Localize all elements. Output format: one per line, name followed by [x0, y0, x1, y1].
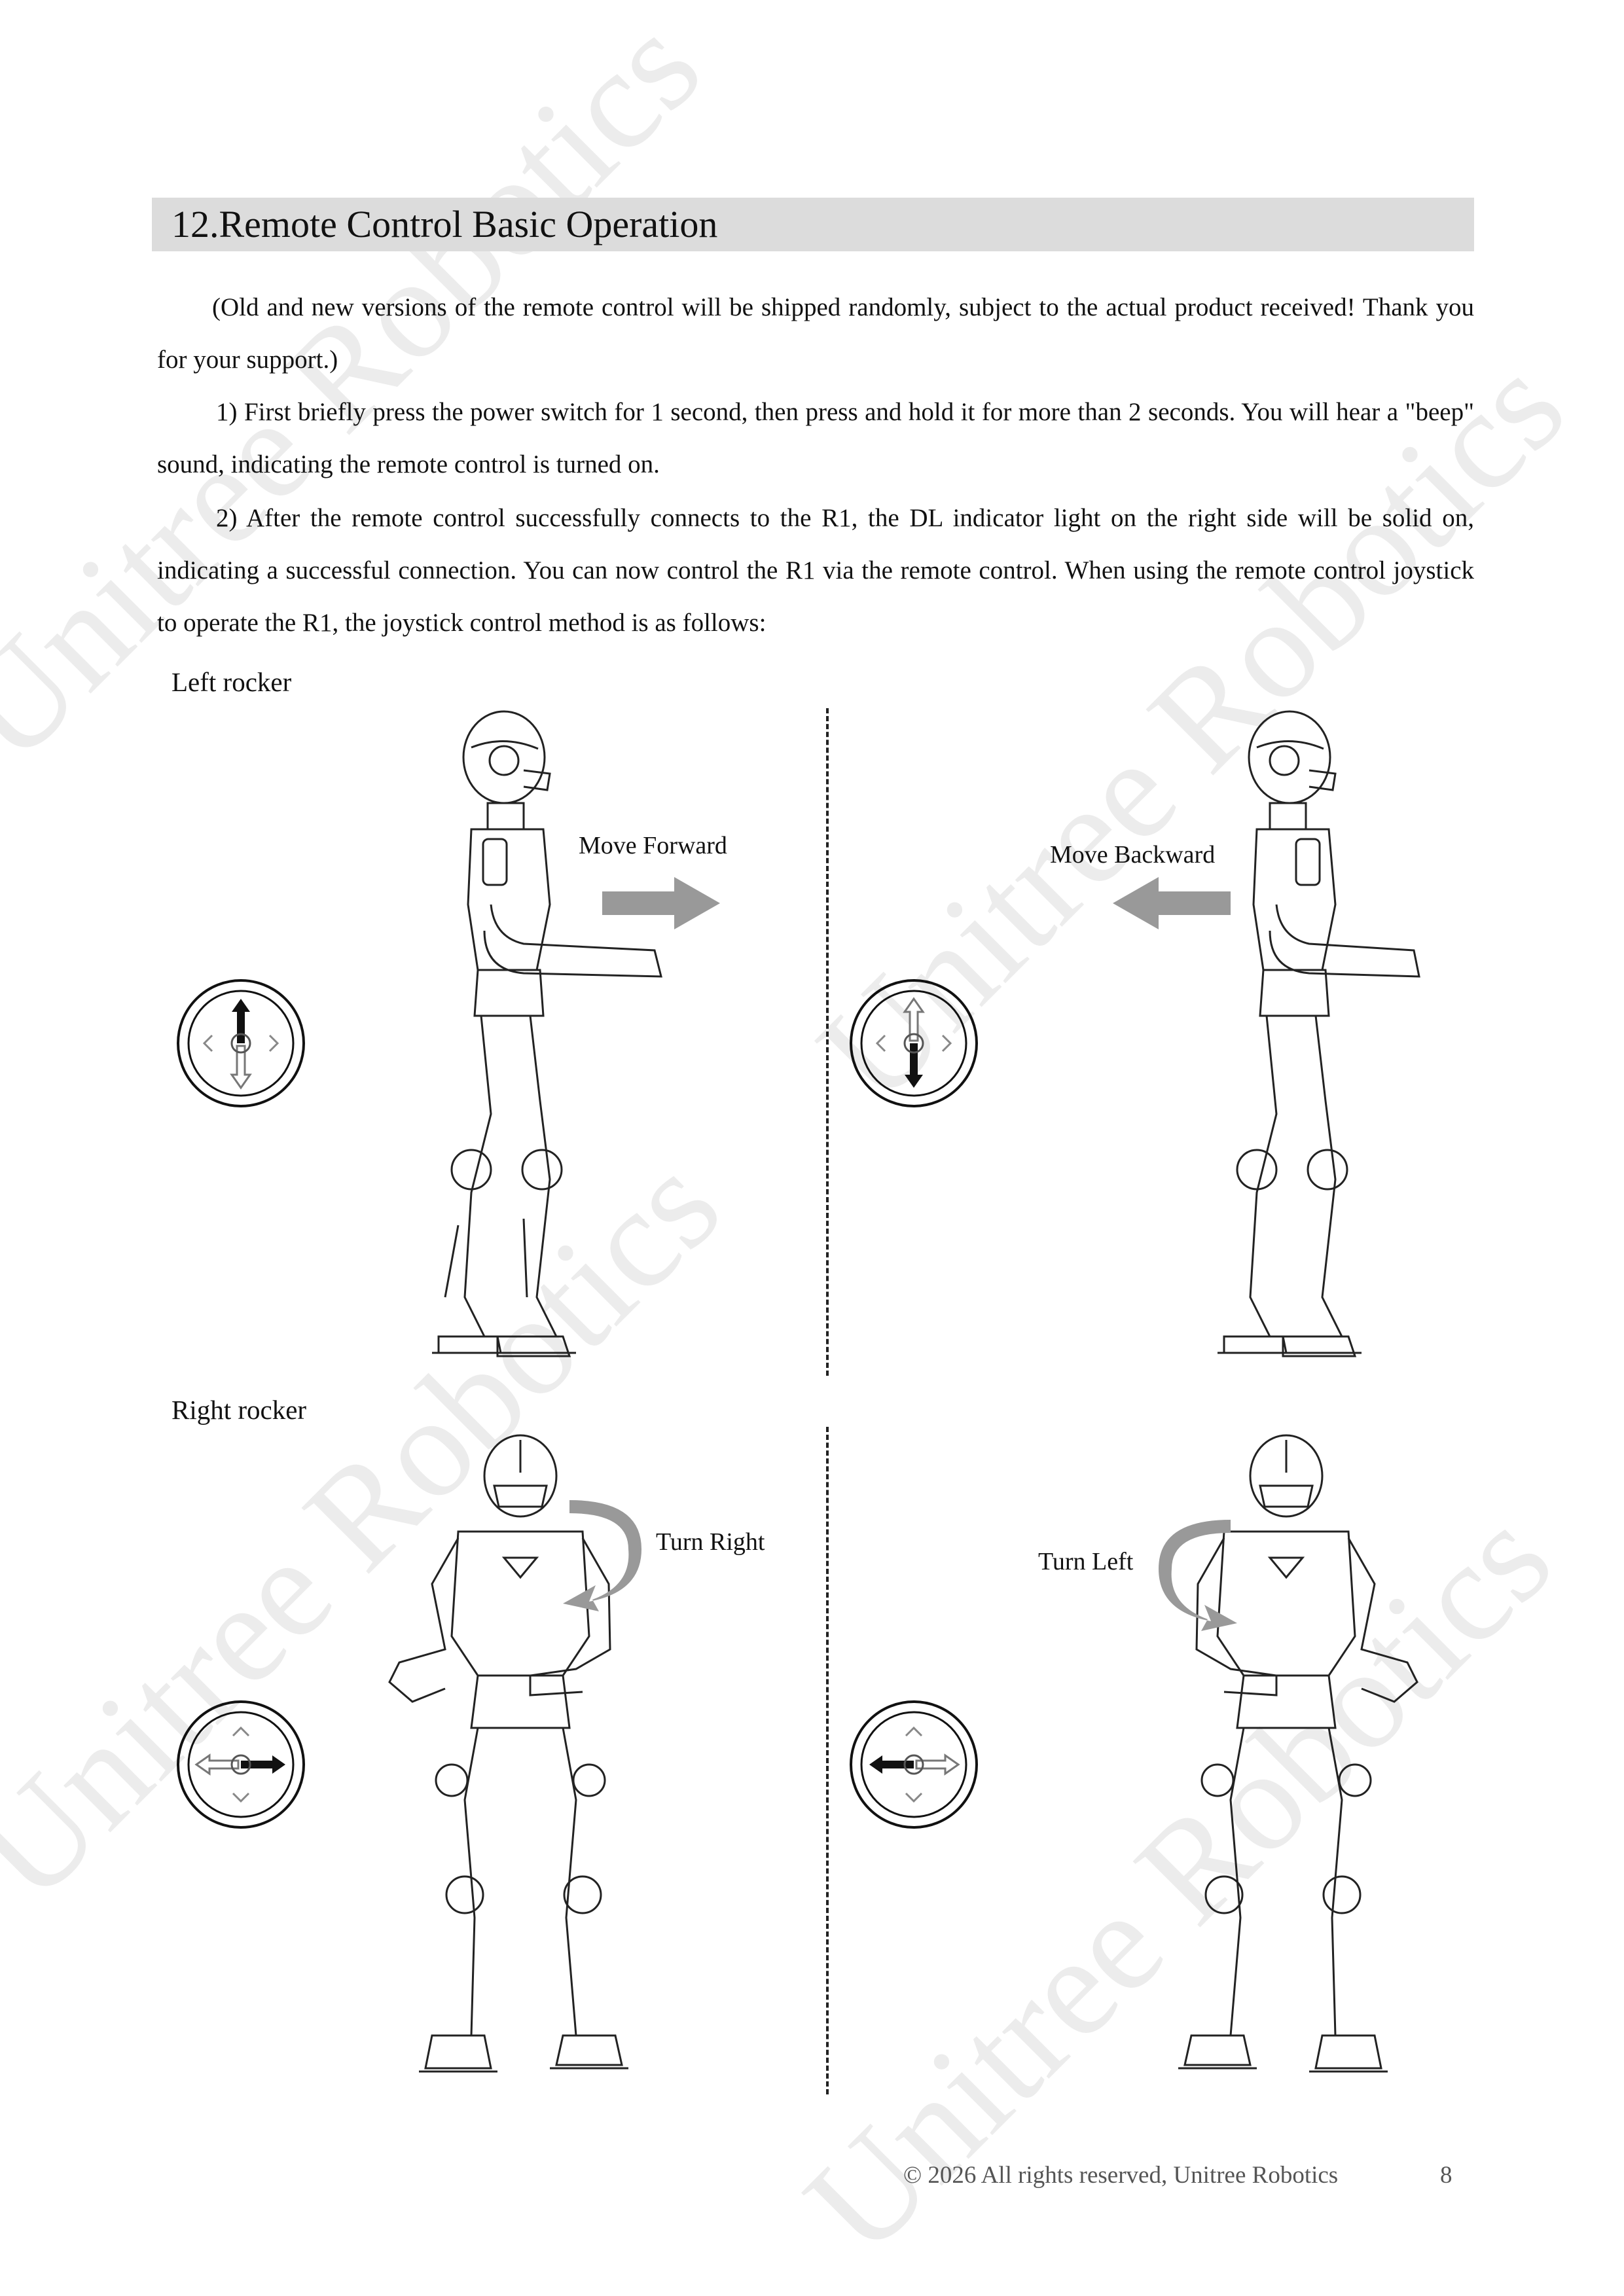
footer-copyright: © 2026 All rights reserved, Unitree Robo… — [903, 2162, 1339, 2189]
paragraph-power-on: 1) First briefly press the power switch … — [157, 398, 1474, 478]
paragraph-shipping-note: (Old and new versions of the remote cont… — [157, 293, 1474, 374]
robot-front-view-turn-left — [1178, 1434, 1418, 2073]
figure-divider — [826, 708, 829, 1376]
left-rocker-heading: Left rocker — [171, 667, 292, 697]
robot-side-view-backward — [1218, 710, 1420, 1357]
robot-side-view-forward — [432, 710, 662, 1357]
turn-right-arrow-icon — [563, 1500, 641, 1611]
joystick-right-icon — [177, 1700, 305, 1829]
paragraph-connection: 2) After the remote control successfully… — [157, 504, 1474, 637]
label-move-backward: Move Backward — [1050, 841, 1216, 869]
label-turn-left: Turn Left — [1038, 1548, 1134, 1575]
label-move-forward: Move Forward — [579, 832, 727, 859]
figure-divider — [826, 1427, 829, 2094]
label-turn-right: Turn Right — [656, 1528, 765, 1556]
turn-left-arrow-icon — [1159, 1520, 1237, 1631]
joystick-forward-icon — [177, 979, 305, 1107]
right-rocker-heading: Right rocker — [171, 1395, 307, 1425]
robot-front-view-turn-right — [388, 1434, 628, 2073]
section-title: 12.Remote Control Basic Operation — [171, 203, 718, 245]
section-header-bar — [152, 198, 1474, 251]
joystick-left-icon — [850, 1700, 978, 1829]
joystick-backward-icon — [850, 979, 978, 1107]
page-number: 8 — [1440, 2162, 1453, 2189]
arrow-forward-icon — [602, 877, 720, 929]
arrow-backward-icon — [1113, 877, 1231, 929]
